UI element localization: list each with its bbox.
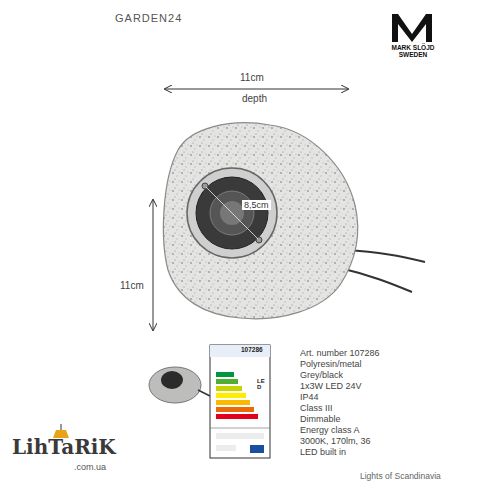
spec-line: LED built in [300,447,346,457]
dimension-label: 8,5cm [242,200,271,210]
spec-line: 1x3W LED 24V [300,381,362,391]
spec-line: 3000K, 170lm, 36 [300,436,371,446]
spec-line: Polyresin/metal [300,359,362,369]
spec-line: IP44 [300,392,319,402]
spec-line: Grey/black [300,370,343,380]
brand-logo: MARK SLÖJD SWEDEN [386,45,440,59]
product-title: GARDEN24 [115,12,182,25]
watermark: .com.ua [74,462,106,472]
energy-label-number: 107286 [241,346,263,353]
spec-line: Dimmable [300,414,341,424]
spec-line: Art. number 107286 [300,348,380,358]
spec-line: Energy class A [300,425,360,435]
dimension-label: 11cm [240,72,264,84]
dimension-label: depth [242,93,267,105]
brand-tagline: Lights of Scandinavia [360,472,441,482]
dimension-label: 11cm [120,280,144,292]
energy-label-type: LED [257,378,265,390]
spec-line: Class III [300,403,333,413]
watermark: LihTaRiK [12,436,116,459]
